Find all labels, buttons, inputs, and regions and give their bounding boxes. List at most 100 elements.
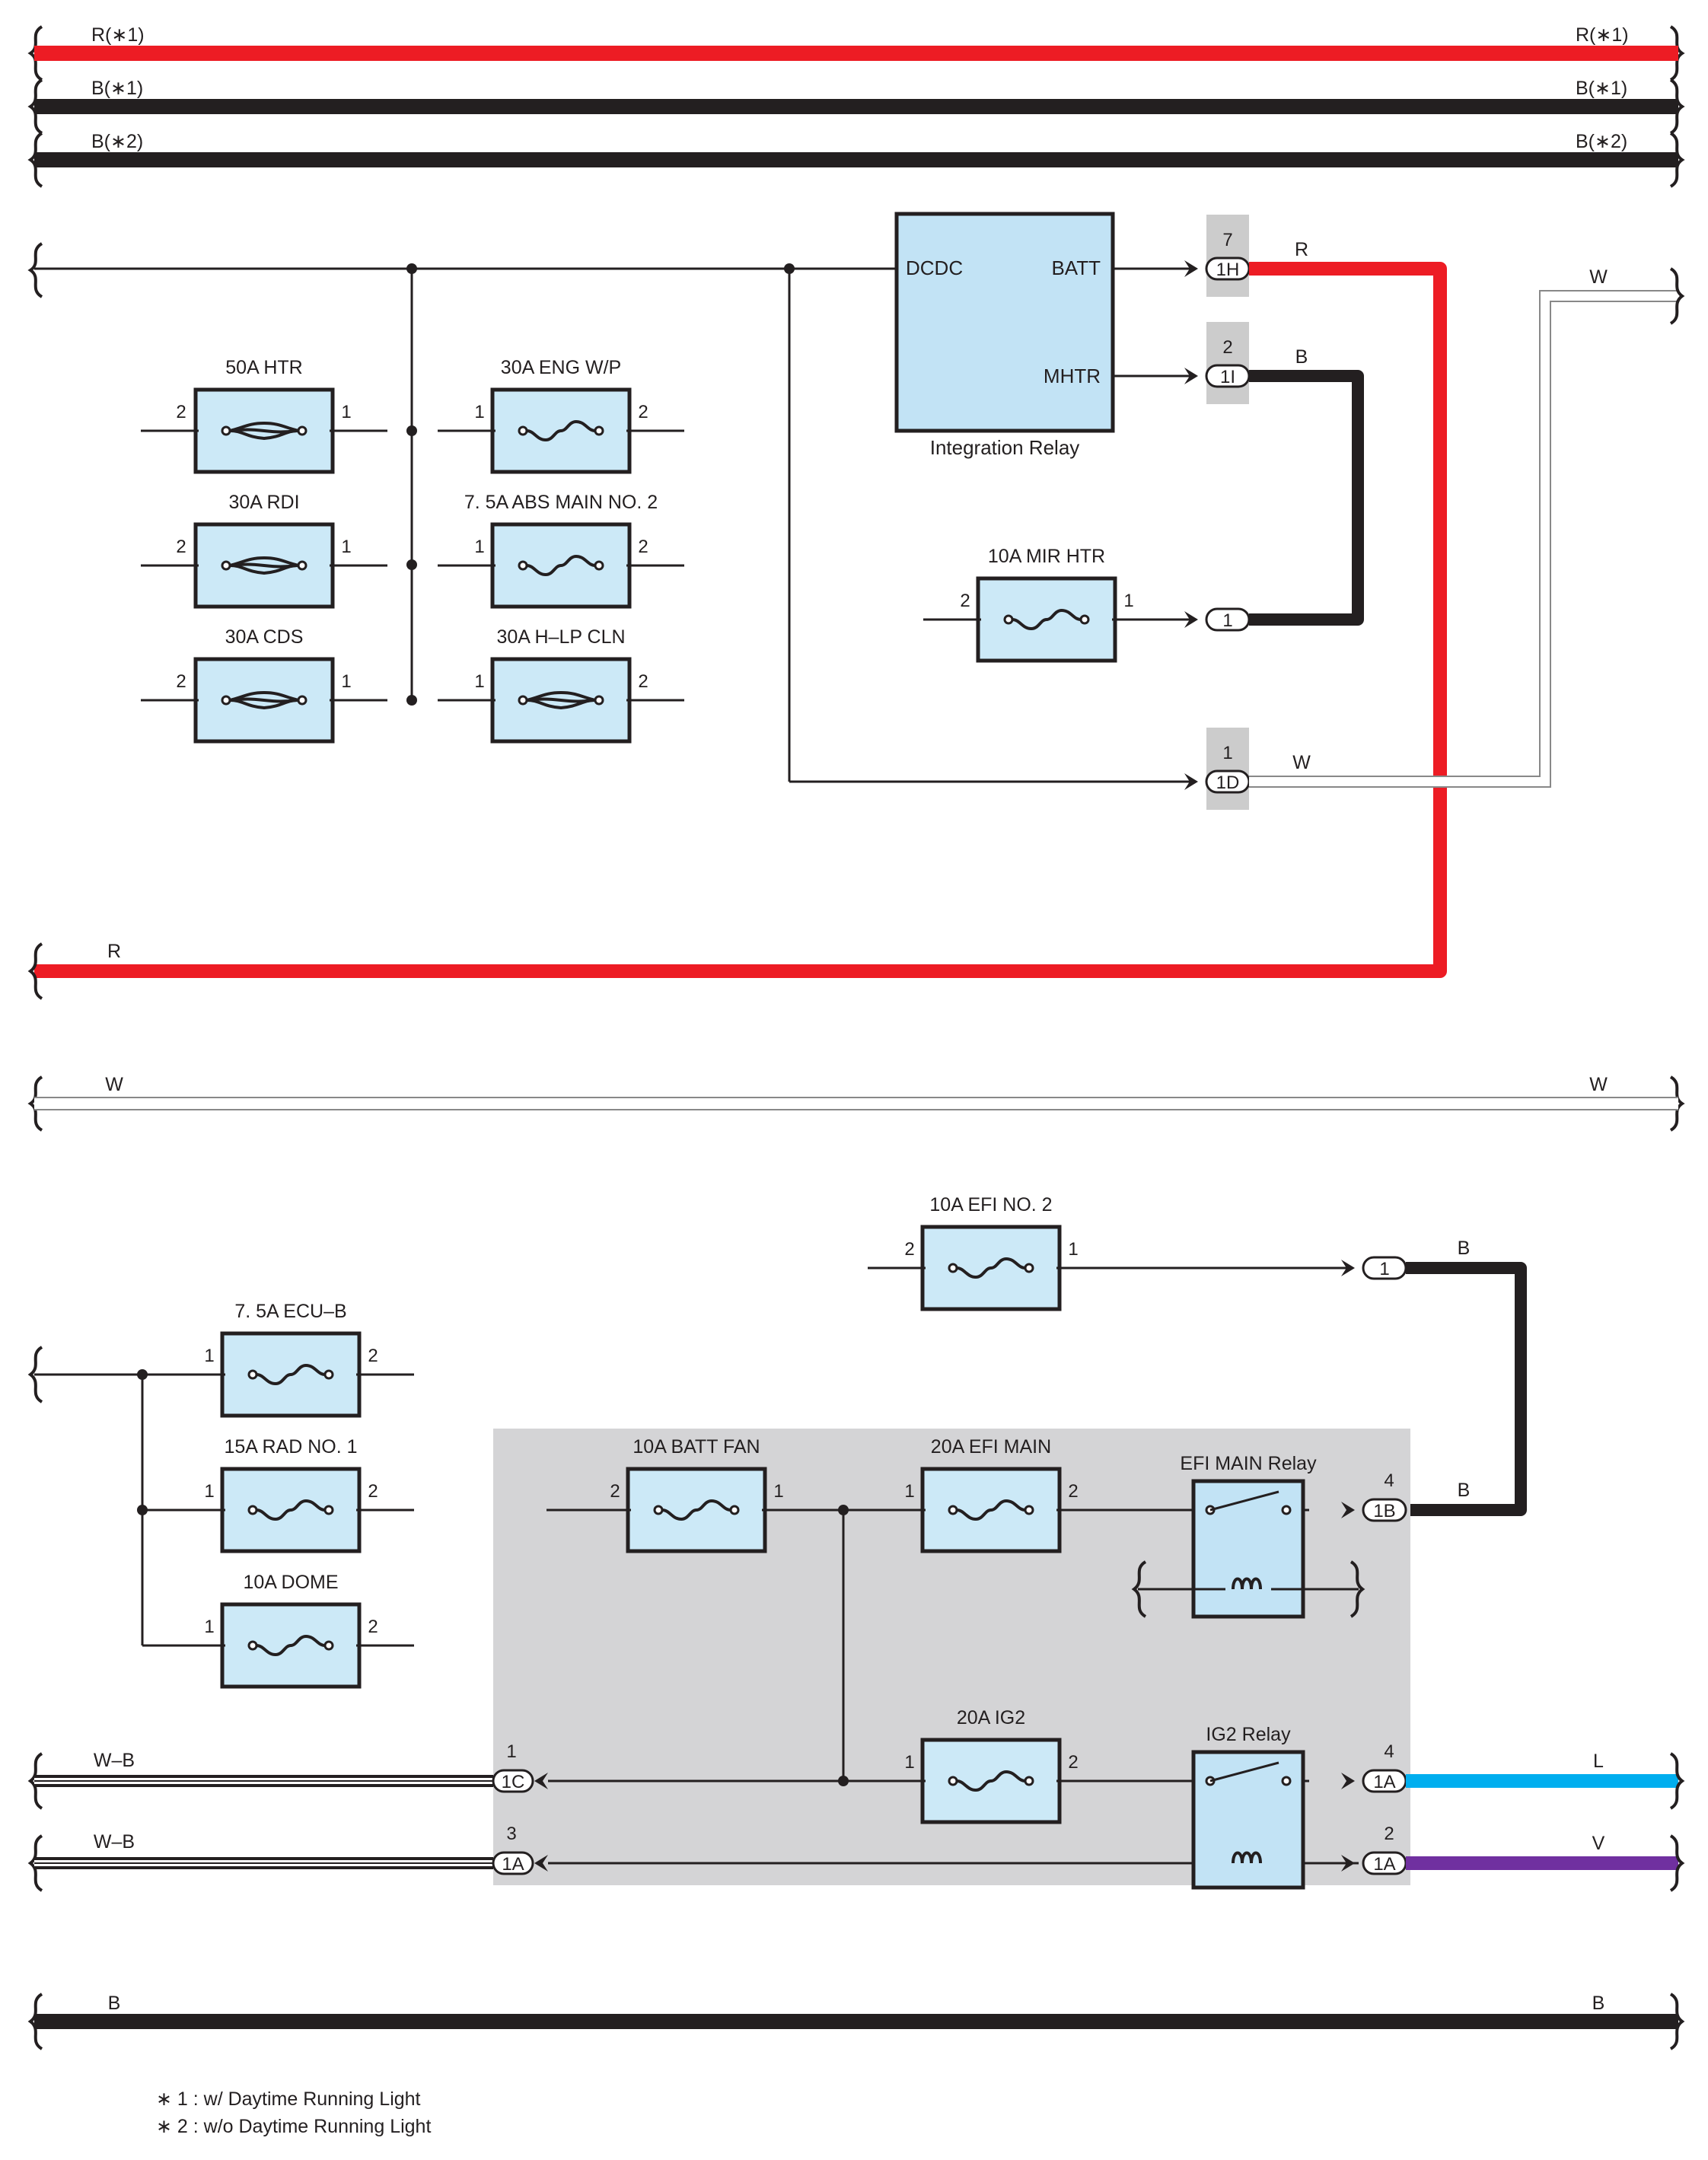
black-wire-mhtr bbox=[1249, 370, 1364, 626]
fuse-10a-dome: 10A DOME 1 2 bbox=[167, 1572, 414, 1687]
connector-pin: 7 bbox=[1222, 230, 1232, 250]
wb-top-label: W–B bbox=[94, 1750, 135, 1771]
fuse-10a-efi-no2: 10A EFI NO. 2 2 1 bbox=[868, 1194, 1351, 1309]
bus-r1-right-label: R(∗1) bbox=[1576, 24, 1629, 46]
bus-w: W W bbox=[27, 1074, 1685, 1132]
fuse-pin-left: 2 bbox=[904, 1239, 914, 1260]
ig2-relay-label: IG2 Relay bbox=[1206, 1724, 1291, 1745]
left-fuse-group bbox=[27, 1346, 221, 1647]
fuse-label: 20A EFI MAIN bbox=[931, 1436, 1051, 1458]
fuse-50a-htr: 50A HTR 2 1 bbox=[141, 357, 387, 472]
fuse-pin-left: 1 bbox=[204, 1346, 214, 1366]
fuse-label: 15A RAD NO. 1 bbox=[224, 1436, 357, 1458]
wire-color-label: B bbox=[1458, 1238, 1471, 1259]
bus-r1-left-label: R(∗1) bbox=[91, 24, 145, 46]
blue-wire: L bbox=[1406, 1751, 1685, 1810]
efi-main-relay: EFI MAIN Relay bbox=[1131, 1453, 1365, 1619]
fuse-label: 30A H–LP CLN bbox=[496, 626, 625, 648]
fuse-10a-mir-htr: 10A MIR HTR 2 1 bbox=[923, 546, 1195, 661]
bus-b1-left-label: B(∗1) bbox=[91, 78, 143, 99]
fuse-7-5a-ecu-b: 7. 5A ECU–B 1 2 bbox=[167, 1301, 414, 1416]
bus-b2-left-label: B(∗2) bbox=[91, 131, 143, 152]
fuse-label: 7. 5A ECU–B bbox=[234, 1301, 346, 1322]
wire-color-label: B bbox=[1295, 346, 1308, 368]
fuse-label: 10A EFI NO. 2 bbox=[929, 1194, 1052, 1215]
connector-1-mir: 1 bbox=[1184, 607, 1251, 632]
connector-1a-ig2: 4 1A bbox=[1341, 1741, 1407, 1793]
connector-code: 1B bbox=[1373, 1501, 1395, 1521]
connector-pin: 4 bbox=[1384, 1741, 1394, 1762]
wb-bottom-label: W–B bbox=[94, 1831, 135, 1853]
fuse-20a-efi-main: 20A EFI MAIN 1 2 bbox=[868, 1436, 1114, 1551]
fuse-pin-right: 2 bbox=[638, 402, 648, 422]
connector-code: 1 bbox=[1222, 610, 1232, 631]
fuse-20a-ig2: 20A IG2 1 2 bbox=[868, 1707, 1114, 1822]
fuse-30a-cds: 30A CDS 2 1 bbox=[141, 626, 387, 741]
connector-1i: 2 1I B bbox=[1184, 322, 1308, 404]
connector-code: 1 bbox=[1379, 1259, 1389, 1279]
bus-w-right-label: W bbox=[1589, 1074, 1608, 1095]
fuse-pin-right: 1 bbox=[773, 1481, 783, 1502]
fuse-pin-left: 1 bbox=[474, 402, 484, 422]
fuse-pin-right: 2 bbox=[638, 537, 648, 557]
ig2-relay: IG2 Relay bbox=[1191, 1724, 1305, 1890]
fuse-pin-left: 1 bbox=[904, 1481, 914, 1502]
connector-1a-ground: 3 1A bbox=[492, 1824, 548, 1875]
bus-b2: B(∗2) B(∗2) bbox=[27, 131, 1685, 188]
bus-w-left-label: W bbox=[105, 1074, 123, 1095]
fuse-pin-left: 1 bbox=[204, 1617, 214, 1637]
connector-1c: 1 1C bbox=[492, 1741, 548, 1793]
fuse-label: 10A BATT FAN bbox=[633, 1436, 760, 1458]
fuse-pin-right: 2 bbox=[368, 1617, 378, 1637]
fuse-label: 50A HTR bbox=[225, 357, 302, 378]
fuse-pin-right: 2 bbox=[368, 1481, 378, 1502]
wire-color-label: W bbox=[1292, 752, 1311, 773]
footnotes: ∗ 1 : w/ Daytime Running Light ∗ 2 : w/o… bbox=[156, 2085, 431, 2140]
fuse-pin-left: 1 bbox=[474, 537, 484, 557]
fuse-pin-right: 1 bbox=[341, 402, 351, 422]
fuse-30a-h-lp-cln: 30A H–LP CLN 1 2 bbox=[438, 626, 684, 741]
connector-code: 1C bbox=[502, 1772, 525, 1792]
connector-pin: 4 bbox=[1384, 1470, 1394, 1491]
bus-b-right-label: B bbox=[1592, 1993, 1605, 2014]
w-right-top-label: W bbox=[1589, 266, 1608, 288]
wire-color-label: V bbox=[1592, 1833, 1605, 1854]
violet-wire: V bbox=[1406, 1833, 1685, 1892]
wb-wire-bottom: W–B bbox=[27, 1831, 493, 1892]
wire-color-label: R bbox=[1295, 239, 1308, 260]
wire-color-label: B bbox=[1458, 1480, 1471, 1501]
fuse-pin-right: 1 bbox=[341, 537, 351, 557]
connector-pin: 3 bbox=[506, 1824, 516, 1844]
fuse-30a-eng-wp: 30A ENG W/P 1 2 bbox=[438, 357, 684, 472]
fuse-pin-right: 1 bbox=[341, 671, 351, 692]
fuse-label: 20A IG2 bbox=[957, 1707, 1025, 1728]
integration-relay-batt: BATT bbox=[1051, 256, 1101, 279]
r-left-break: R bbox=[27, 941, 121, 1000]
footnote-2: ∗ 2 : w/o Daytime Running Light bbox=[156, 2116, 432, 2137]
integration-relay-mhtr: MHTR bbox=[1044, 365, 1101, 387]
fuse-pin-right: 2 bbox=[1068, 1481, 1078, 1502]
bus-b1-right-label: B(∗1) bbox=[1576, 78, 1627, 99]
fuse-pin-right: 2 bbox=[368, 1346, 378, 1366]
fuse-label: 7. 5A ABS MAIN NO. 2 bbox=[464, 492, 658, 513]
fuse-30a-rdi: 30A RDI 2 1 bbox=[141, 492, 387, 607]
upper-circuit bbox=[27, 242, 1195, 783]
connector-code: 1I bbox=[1220, 367, 1235, 387]
connector-1d: 1 1D W bbox=[1184, 728, 1311, 810]
fuse-pin-left: 2 bbox=[176, 402, 186, 422]
fuse-label: 30A RDI bbox=[228, 492, 299, 513]
connector-pin: 1 bbox=[506, 1741, 516, 1762]
connector-code: 1A bbox=[1373, 1854, 1395, 1875]
integration-relay-label: Integration Relay bbox=[930, 436, 1080, 459]
r-left-label: R bbox=[107, 941, 121, 962]
fuse-label: 30A CDS bbox=[225, 626, 304, 648]
wb-wire-top: W–B bbox=[27, 1750, 493, 1810]
connector-1a-coil: 2 1A bbox=[1341, 1824, 1407, 1875]
fuse-pin-left: 2 bbox=[176, 671, 186, 692]
bus-b-bottom: B B bbox=[27, 1993, 1685, 2050]
fuse-label: 10A MIR HTR bbox=[988, 546, 1105, 567]
fuse-pin-left: 1 bbox=[474, 671, 484, 692]
fuse-10a-batt-fan: 10A BATT FAN 2 1 bbox=[573, 1436, 820, 1551]
white-wire-upper: W bbox=[1249, 266, 1685, 788]
